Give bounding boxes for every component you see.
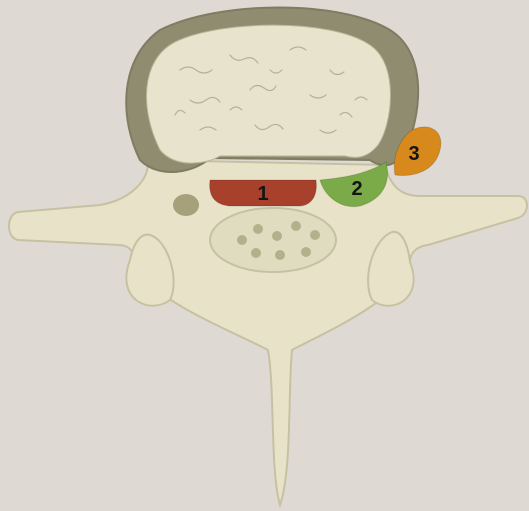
zone-2-label: 2 [351, 178, 362, 200]
left-foramen [173, 194, 199, 216]
zone-3-label: 3 [408, 143, 419, 165]
spinal-canal [210, 208, 336, 272]
nucleus-pulposus [146, 25, 390, 163]
zone-1-label: 1 [257, 183, 268, 205]
